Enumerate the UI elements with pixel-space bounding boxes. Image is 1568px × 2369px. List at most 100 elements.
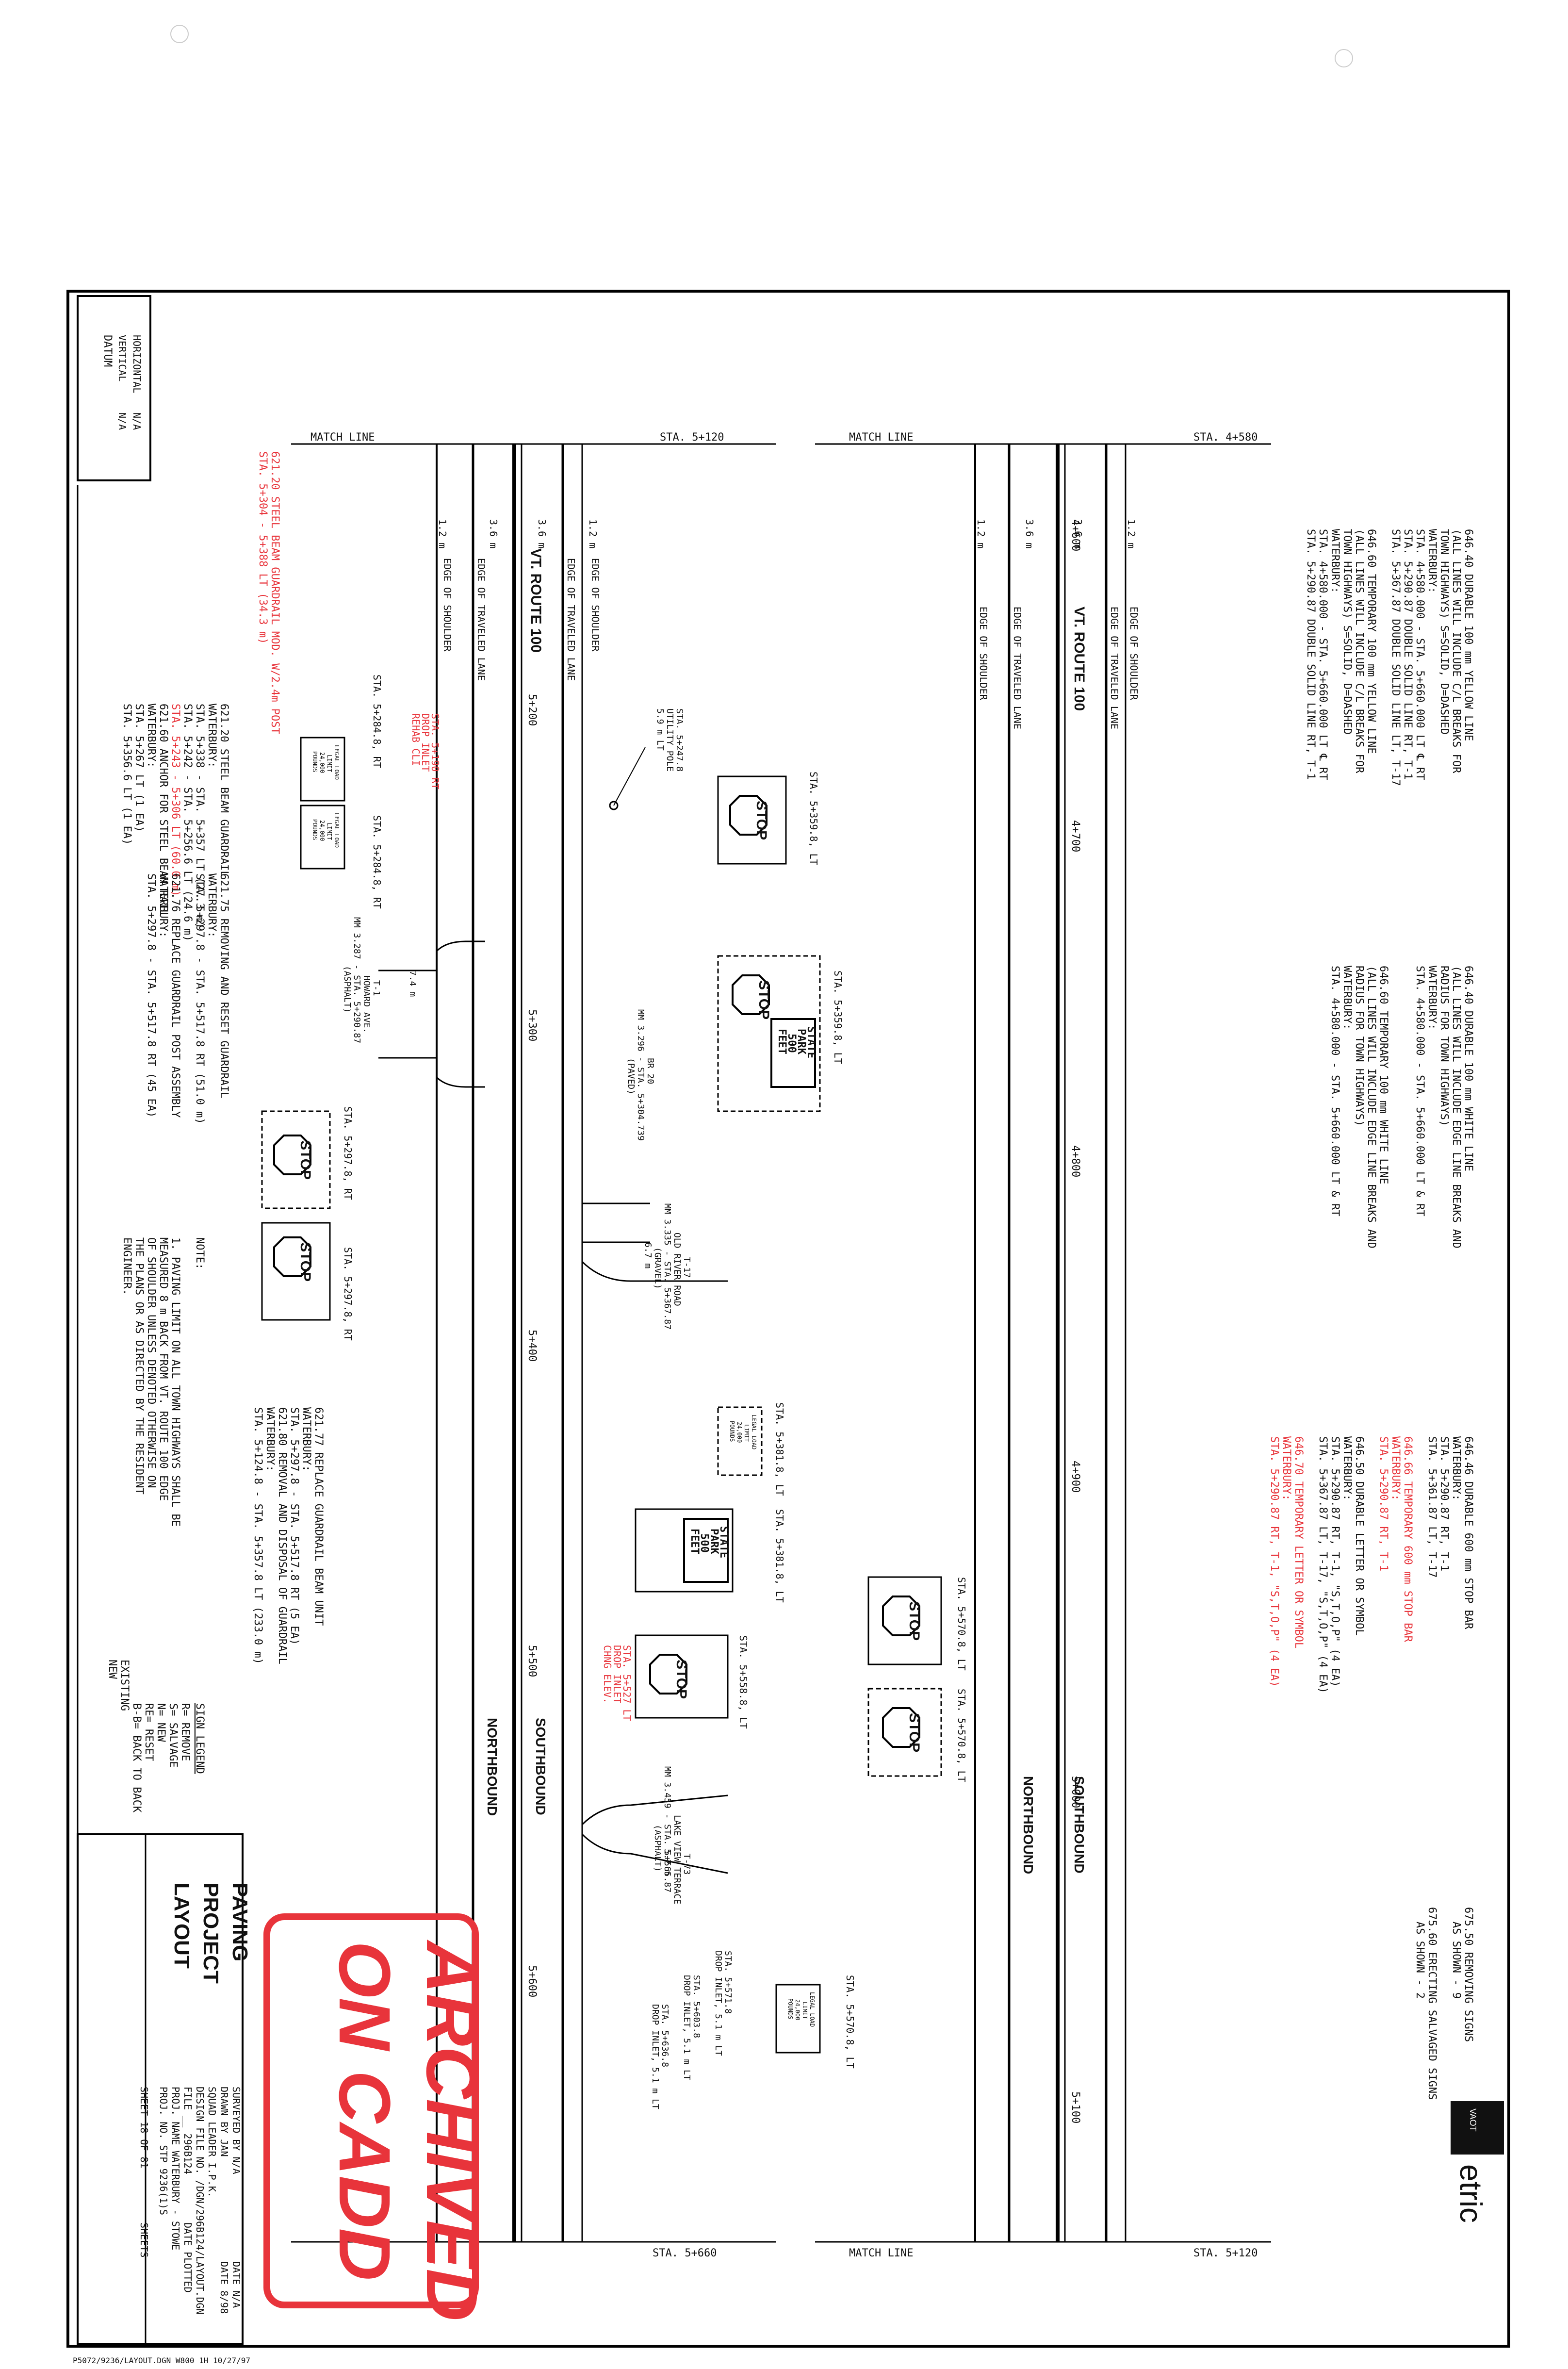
title-block: PAVING PROJECT LAYOUT SURVEYED BY N/A DR…	[77, 1833, 252, 2345]
datum-horizontal-label: HORIZONTAL	[131, 335, 143, 393]
note-top-0: 646.40 DURABLE 100 mm YELLOW LINE	[1462, 529, 1474, 741]
road-left	[378, 444, 728, 2242]
note-top-4: STA. 4+580.000 - STA. 5+660.000 LT ℄ RT	[1414, 529, 1426, 780]
note-top-12: STA. 5+290.87 DOUBLE SOLID LINE RT, T-1	[1305, 529, 1317, 780]
legal-load-4b: LIMIT	[801, 2002, 808, 2019]
northbound-right: NORTHBOUND	[1021, 1776, 1036, 1874]
note-top-10: WATERBURY:	[1329, 529, 1341, 593]
road-t1-mm: MM 3.287 - STA. 5+290.87	[352, 917, 362, 1043]
stop-sign-9: STOP	[906, 1713, 922, 1752]
station-5400: 5+400	[526, 1330, 538, 1362]
width-12-right2: 1.2 m	[1126, 519, 1137, 548]
note-right-2: STA. 5+290.87 RT, T-1	[1438, 1436, 1450, 1571]
note-mid-0: 646.40 DURABLE 100 mm WHITE LINE	[1462, 966, 1474, 1171]
title-squad-leader: SQUAD LEADER I.P.K.	[206, 2087, 218, 2198]
road-t17-surface: (GRAVEL)	[653, 1247, 663, 1289]
match-line-sta-5660: STA. 5+660	[653, 2247, 717, 2259]
note-title: NOTE:	[194, 1237, 206, 1269]
datum-horizontal-value: N/A	[131, 412, 143, 430]
note-top-2: TOWN HIGHWAYS) S=SOLID, D=DASHED	[1438, 529, 1450, 735]
agency-logo: VAOT etric	[1451, 2101, 1504, 2223]
note-mid-6: (ALL LINES WILL INCLUDE EDGE LINE BREAKS…	[1365, 966, 1377, 1249]
note-far-2: 675.60 ERECTING SALVAGED SIGNS	[1426, 1907, 1438, 2100]
legal-load-1a: LEGAL LOAD	[333, 745, 340, 780]
title-line-3: LAYOUT	[170, 1883, 194, 1969]
logo-text: etric	[1454, 2164, 1488, 2223]
legal-load-4d: POUNDS	[787, 1998, 794, 2019]
note-right-4: 646.66 TEMPORARY 600 mm STOP BAR	[1402, 1436, 1414, 1643]
edge-of-traveled-lane-left: EDGE OF TRAVELED LANE	[565, 558, 577, 681]
note-right-13: STA. 5+290.87 RT, T-1, "S,T,O,P" (4 EA)	[1268, 1436, 1280, 1687]
note-right-11: 646.70 TEMPORARY LETTER OR SYMBOL	[1292, 1436, 1305, 1648]
station-5100: 5+100	[1069, 2091, 1081, 2123]
note-right-3: STA. 5+361.87 LT, T-17	[1426, 1436, 1438, 1578]
state-park-2: PARK	[795, 1029, 807, 1055]
sign-legend-new: NEW	[106, 1660, 118, 1679]
station-5500: 5+500	[526, 1645, 538, 1677]
note-reset-7: WATERBURY:	[300, 1407, 312, 1471]
legal-load-1d: POUNDS	[311, 751, 318, 772]
note-right-1: WATERBURY:	[1450, 1436, 1462, 1500]
stop-sign-7: STOP	[673, 1660, 689, 1699]
note-right-0: 646.46 DURABLE 600 mm STOP BAR	[1462, 1436, 1474, 1629]
sign-legend-title: SIGN LEGEND	[194, 1703, 206, 1774]
northbound-left: NORTHBOUND	[485, 1718, 500, 1816]
note-top-8: (ALL LINES WILL INCLUDE C/L BREAKS FOR	[1353, 529, 1365, 773]
red-sta-3: REHAB CLI	[410, 713, 422, 766]
width-36-right: 3.6 m	[1024, 519, 1035, 548]
logo-tag: VAOT	[1468, 2108, 1478, 2132]
legal-load-3a: LEGAL LOAD	[751, 1415, 757, 1449]
inlet-sta-3: STA. 5+636.8	[660, 2004, 670, 2067]
match-line-sta-5120-bottom: STA. 5+120	[1193, 2247, 1258, 2259]
stamp-line-2: ON CADD	[324, 1941, 406, 2281]
note-reset-10: WATERBURY:	[264, 1407, 276, 1471]
edge-of-shoulder-right2: EDGE OF SHOULDER	[978, 607, 989, 701]
red-sta-4: STA. 5+527 LT	[621, 1645, 633, 1721]
note-gr-4: 621.60 ANCHOR FOR STEEL BEAM RAIL	[157, 704, 169, 916]
title-drawn-by: DRAWN BY JAN	[218, 2087, 230, 2157]
note-block: NOTE: 1. PAVING LIMIT ON ALL TOWN HIGHWA…	[121, 1237, 206, 1527]
width-12-right: 1.2 m	[975, 519, 987, 548]
match-line-label-right: MATCH LINE	[849, 431, 913, 444]
red-sta-5: DROP INLET	[611, 1645, 623, 1703]
stamp-line-1: ARCHIVED	[411, 1939, 493, 2321]
note-mid-8: WATERBURY:	[1341, 966, 1353, 1030]
sign-5-sta: STA. 5+284.8, RT	[371, 675, 383, 768]
width-36-right2: 3.6 m	[1072, 519, 1084, 548]
title-date-3: DATE PLOTTED	[182, 2222, 194, 2293]
note-far-0: 675.50 REMOVING SIGNS	[1462, 1907, 1474, 2042]
note-top-5: STA. 5+290.87 DOUBLE SOLID LINE RT, T-1	[1402, 529, 1414, 780]
dim-74: 7.4 m	[408, 971, 418, 997]
sign-6-sta: STA. 5+381.8, LT	[774, 1402, 785, 1496]
legal-load-2d: POUNDS	[311, 819, 318, 840]
utility-pole: STA. 5+247.8 UTILITY POLE 5.9 m LT	[609, 708, 685, 810]
match-line-sta-4580: STA. 4+580	[1193, 431, 1258, 444]
note-reset-0: 621.75 REMOVING AND RESET GUARDRAIL	[218, 873, 230, 1099]
note-gr-red-1: STA. 5+304 - 5+388 LT (34.3 m)	[257, 451, 269, 644]
state-park-b2: PARK	[708, 1529, 720, 1555]
note-gr-red-2: STA. 5+243 - 5+306 LT (60.0 m)	[169, 704, 181, 896]
inlet-sta-1: STA. 5+571.8	[723, 1951, 733, 2014]
legal-load-3d: POUNDS	[729, 1421, 735, 1442]
match-line-label-bottom: MATCH LINE	[849, 2247, 913, 2259]
edge-of-traveled-lane-right: EDGE OF TRAVELED LANE	[1109, 607, 1120, 729]
legal-load-2c: 24,000	[319, 820, 326, 841]
title-file: FILE __ 296B124	[182, 2087, 194, 2174]
width-12-left2: 1.2 m	[587, 519, 599, 548]
road-br20: BR 20	[645, 1058, 655, 1084]
side-road-labels: T-1 HOWARD AVE. MM 3.287 - STA. 5+290.87…	[342, 917, 692, 1904]
note-line-4: ENGINEER.	[121, 1237, 133, 1295]
legal-load-3b: LIMIT	[743, 1424, 750, 1442]
title-proj-name: PROJ. NAME WATERBURY - STOWE	[170, 2087, 181, 2250]
note-line-3: THE PLANS OR AS DIRECTED BY THE RESIDENT	[133, 1237, 145, 1495]
note-gr-3: STA. 5+242 - STA. 5+256.6 LT (24.6 m)	[181, 704, 194, 941]
station-5000: 5+000	[1069, 1776, 1081, 1808]
stop-sign-2: STOP	[756, 980, 772, 1020]
inlet-desc-3: DROP INLET, 5.1 m LT	[650, 2004, 660, 2109]
note-top-6: STA. 5+367.87 DOUBLE SOLID LINE LT, T-17	[1389, 529, 1402, 786]
title-sheets: SHEETS	[138, 2222, 150, 2257]
note-top-11: STA. 4+580.000 - STA. 5+660.000 LT ℄ RT	[1317, 529, 1329, 780]
title-surveyed-by: SURVEYED BY N/A	[230, 2087, 242, 2174]
note-gr-1: WATERBURY:	[206, 704, 218, 768]
road-t1-name: HOWARD AVE.	[361, 975, 372, 1033]
